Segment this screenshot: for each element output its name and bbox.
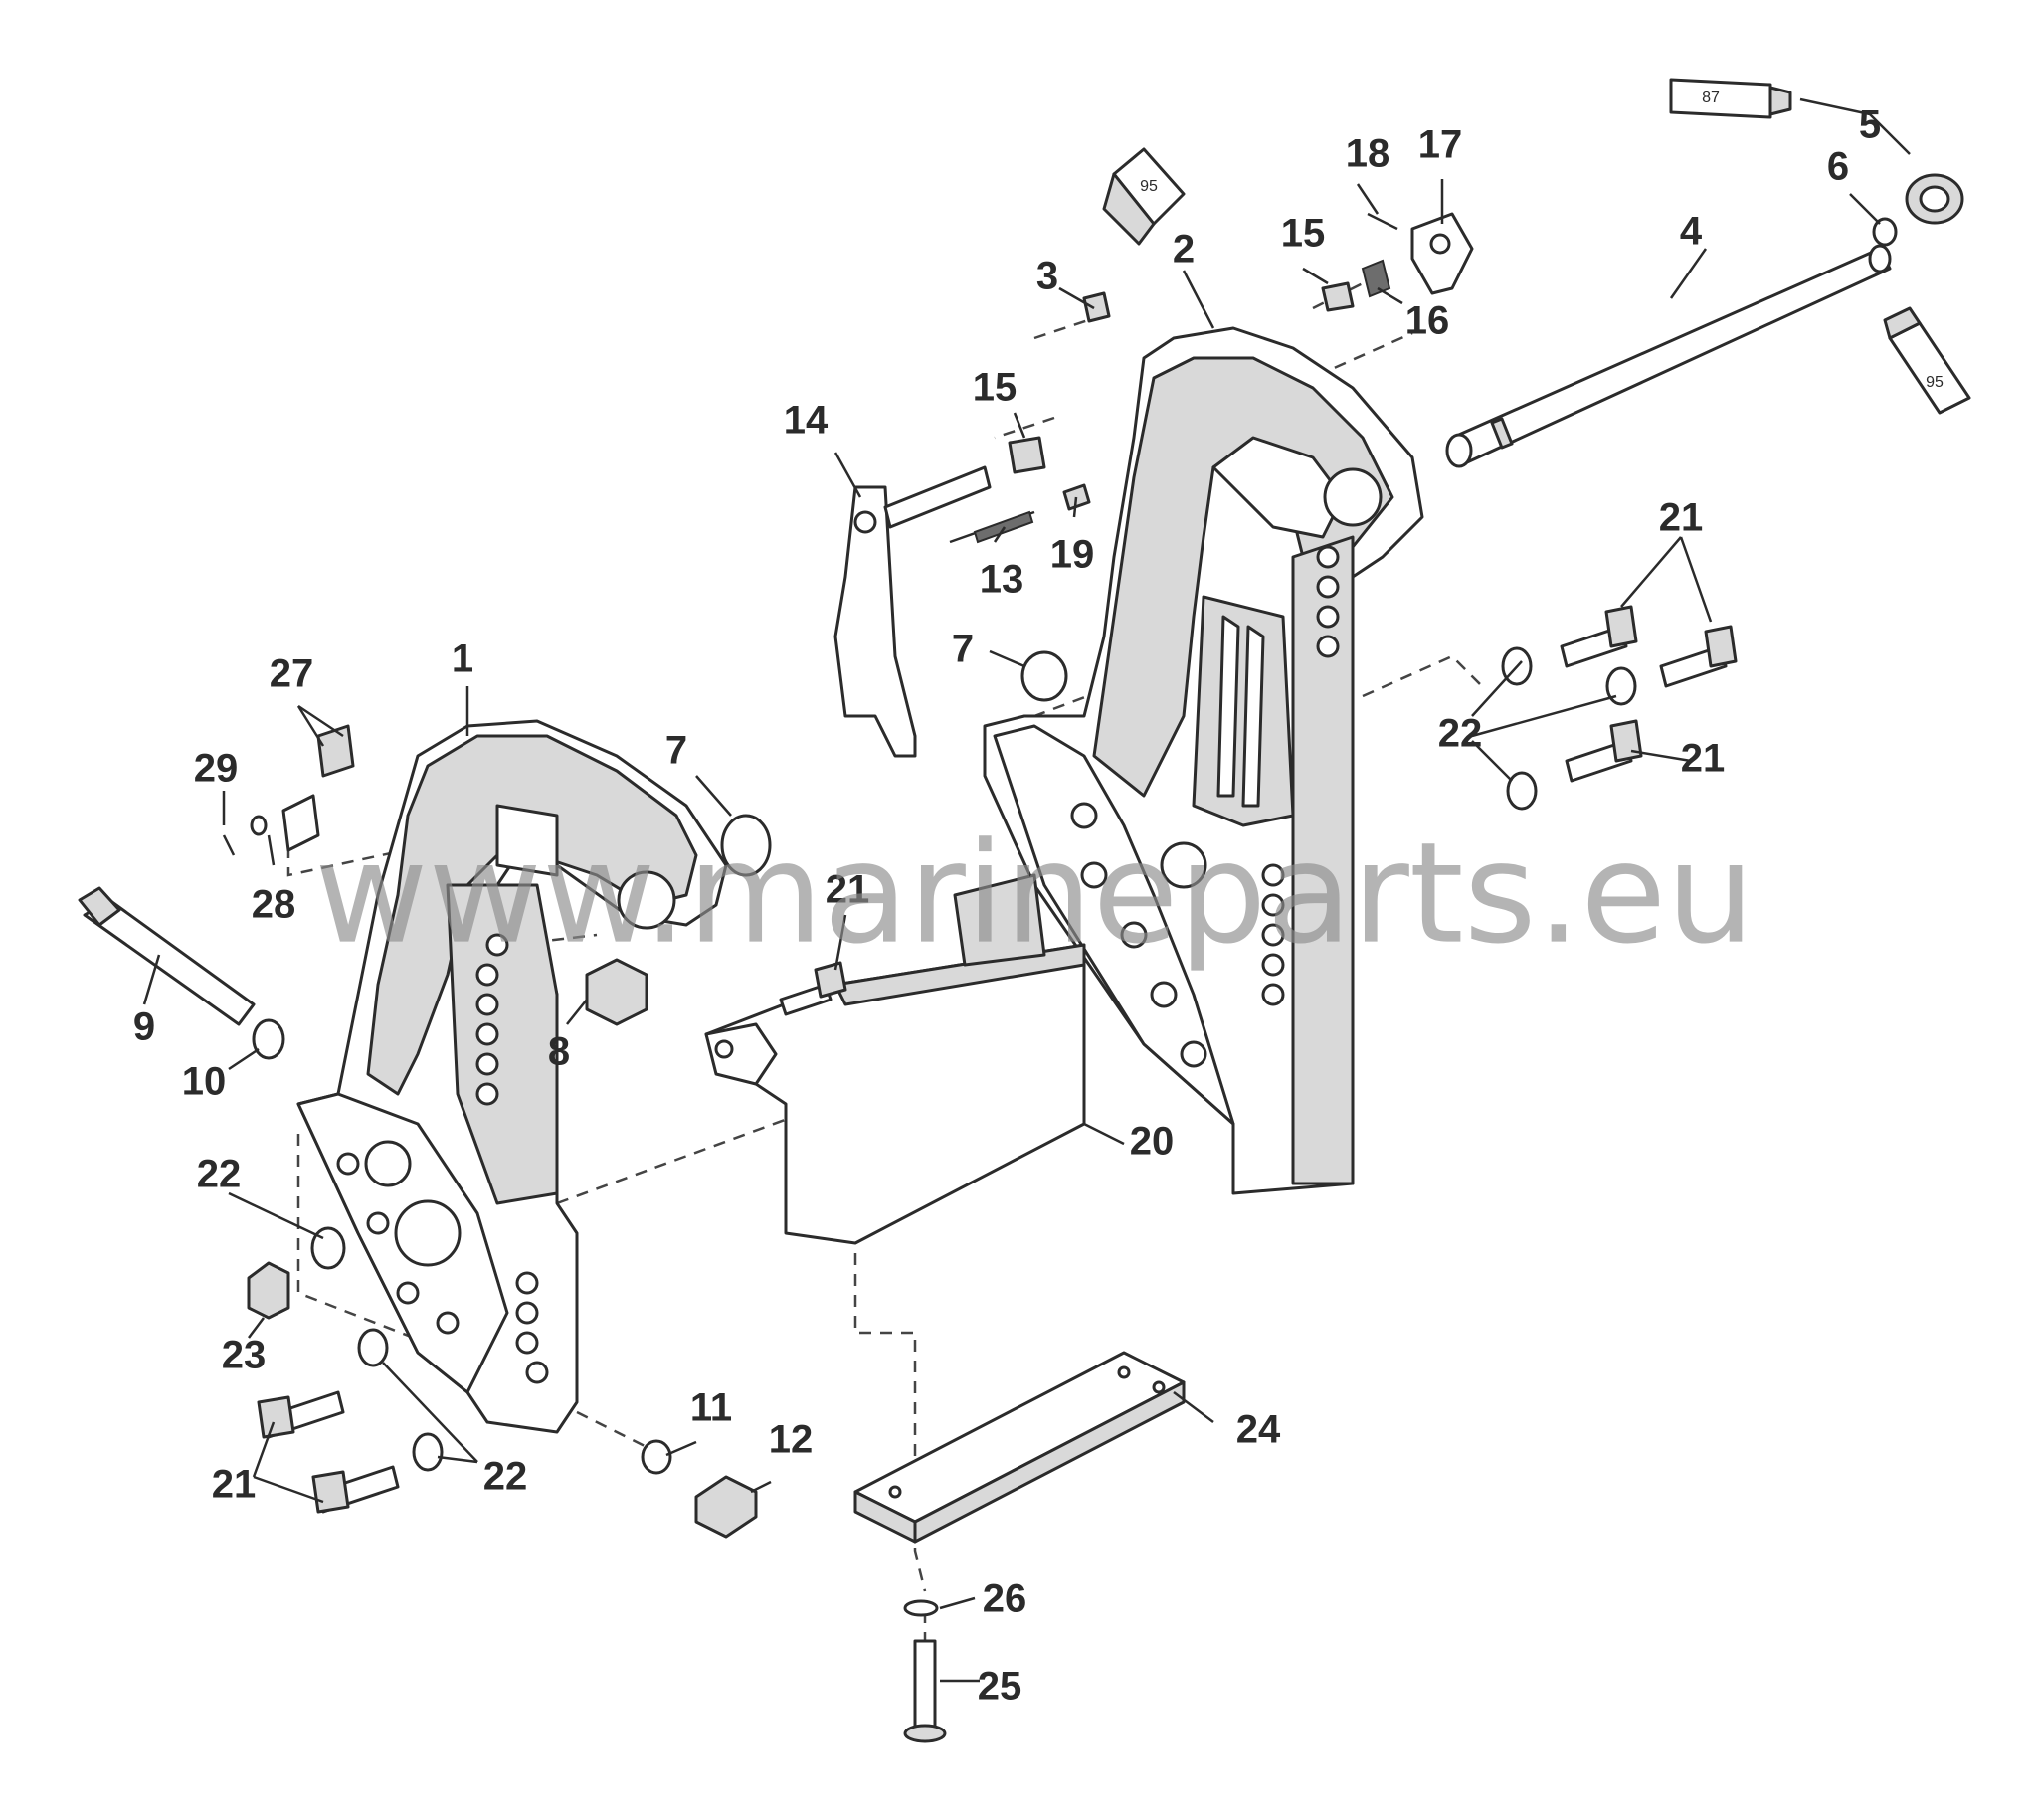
bolt-25 xyxy=(903,1639,947,1743)
clamp-bracket-left xyxy=(296,719,728,1434)
callout-22-left-bottom: 22 xyxy=(483,1455,528,1499)
callout-29: 29 xyxy=(194,747,239,791)
callout-4: 4 xyxy=(1680,210,1703,254)
callout-21-center: 21 xyxy=(826,868,870,912)
callout-23: 23 xyxy=(222,1334,267,1377)
callout-7-right: 7 xyxy=(952,628,974,671)
clamp-bracket-right xyxy=(983,326,1424,1195)
callout-11: 11 xyxy=(690,1386,732,1430)
tube-label-87: 87 xyxy=(1702,90,1720,106)
callout-24: 24 xyxy=(1236,1408,1281,1452)
callout-15-upper: 15 xyxy=(1281,212,1326,256)
callout-2: 2 xyxy=(1173,228,1195,272)
callout-7-left: 7 xyxy=(665,729,687,773)
leader-lines xyxy=(142,97,1911,1683)
support-plate xyxy=(704,873,1086,1245)
tilt-lever xyxy=(833,465,992,758)
callout-25: 25 xyxy=(978,1665,1022,1709)
callout-26: 26 xyxy=(983,1577,1027,1621)
callout-15-lower: 15 xyxy=(973,366,1018,410)
callout-13: 13 xyxy=(980,558,1024,602)
callout-1: 1 xyxy=(452,637,473,681)
callout-12: 12 xyxy=(769,1418,814,1462)
grease-tube-95-top: 95 xyxy=(1102,147,1186,246)
callout-22-right: 22 xyxy=(1438,712,1483,756)
anode-plate xyxy=(853,1351,1186,1544)
callout-17: 17 xyxy=(1418,123,1463,167)
callout-labels: 1 2 3 4 5 6 7 7 8 9 10 11 12 13 14 15 15… xyxy=(133,103,1881,1709)
callout-28: 28 xyxy=(252,883,296,927)
callout-3: 3 xyxy=(1036,255,1058,298)
callout-21-top-right: 21 xyxy=(1659,496,1704,540)
grease-tube-87: 87 xyxy=(1669,78,1792,119)
callout-5: 5 xyxy=(1859,103,1881,147)
tube-label-95-right: 95 xyxy=(1926,374,1944,391)
tube-label-95-top: 95 xyxy=(1140,178,1158,195)
callout-22-left-top: 22 xyxy=(197,1153,242,1196)
grease-tube-95-right: 95 xyxy=(1883,306,1971,415)
callout-19: 19 xyxy=(1050,533,1095,577)
callout-6: 6 xyxy=(1827,145,1849,189)
through-bolt xyxy=(78,886,256,1026)
callout-16: 16 xyxy=(1405,299,1450,343)
callout-21-left: 21 xyxy=(212,1463,257,1507)
callout-8: 8 xyxy=(548,1030,570,1074)
tilt-tube xyxy=(1445,244,1892,468)
callout-10: 10 xyxy=(182,1060,227,1104)
callout-20: 20 xyxy=(1130,1120,1175,1164)
callout-14: 14 xyxy=(784,399,829,443)
watermark-text: www.marineparts.eu xyxy=(314,814,1755,976)
callout-9: 9 xyxy=(133,1005,155,1049)
callout-18: 18 xyxy=(1346,132,1390,176)
callout-27: 27 xyxy=(270,652,314,696)
callout-21-right: 21 xyxy=(1681,737,1726,781)
